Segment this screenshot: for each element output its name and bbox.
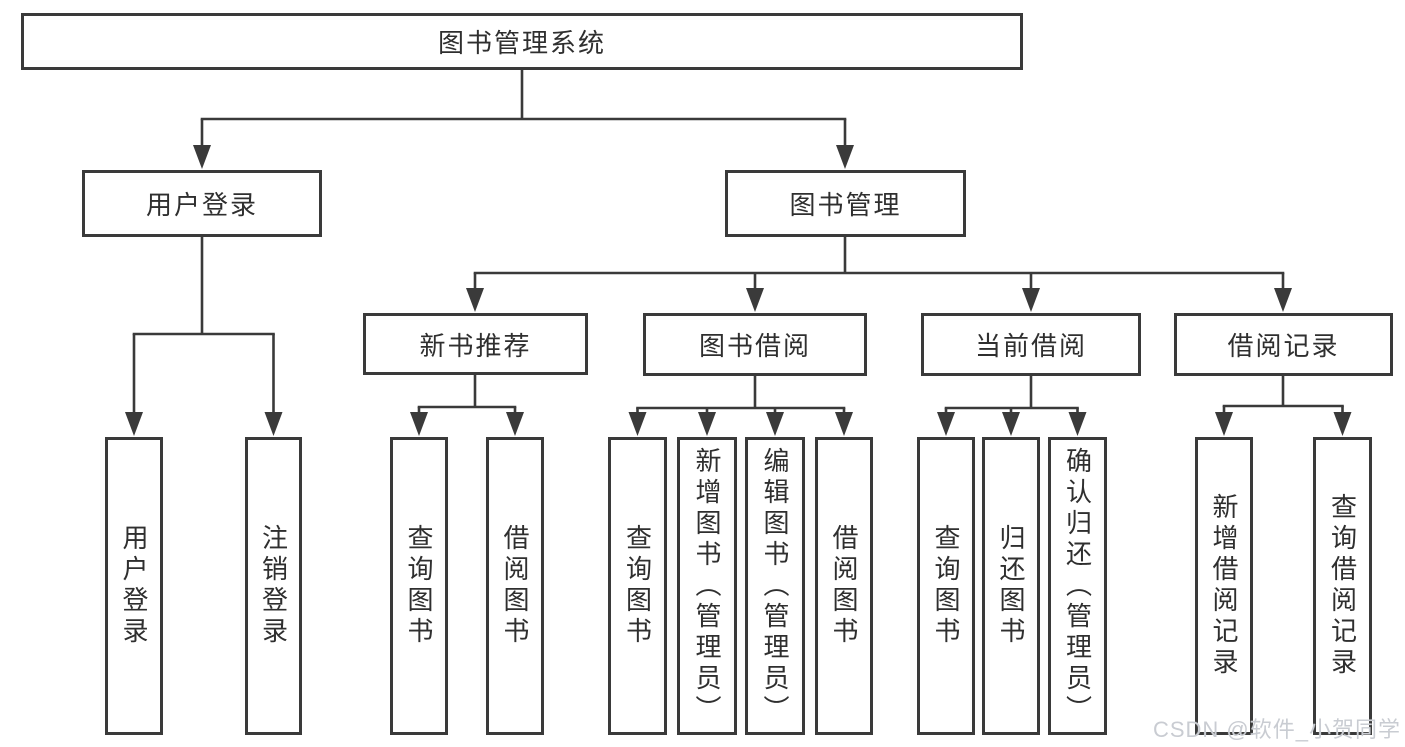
node-new-book-recommend: 新书推荐 (363, 313, 588, 375)
node-label: 归还图书 (996, 524, 1026, 648)
node-library-system: 图书管理系统 (21, 13, 1023, 70)
leaf-query-books-borrowing: 查询图书 (608, 437, 667, 735)
node-label: 查询借阅记录 (1327, 493, 1358, 679)
leaf-add-borrow-record: 新增借阅记录 (1195, 437, 1253, 735)
leaf-borrow-books-recommend: 借阅图书 (486, 437, 544, 735)
node-label: 新增图书（管理员） (692, 446, 722, 726)
leaf-borrow-books-borrowing: 借阅图书 (815, 437, 873, 735)
leaf-logout-login: 注销登录 (245, 437, 302, 735)
node-label: 查询图书 (931, 524, 961, 648)
node-book-borrowing: 图书借阅 (643, 313, 867, 376)
node-user-login: 用户登录 (82, 170, 322, 237)
node-label: 注销登录 (258, 524, 289, 648)
leaf-edit-book-admin: 编辑图书（管理员） (745, 437, 805, 735)
node-label: 借阅记录 (1227, 331, 1340, 361)
node-borrowing-records: 借阅记录 (1174, 313, 1393, 376)
node-label: 查询图书 (622, 524, 653, 648)
node-label: 查询图书 (404, 524, 434, 648)
node-label: 用户登录 (119, 524, 149, 648)
leaf-query-borrow-record: 查询借阅记录 (1313, 437, 1372, 735)
leaf-user-login: 用户登录 (105, 437, 163, 735)
leaf-query-books-recommend: 查询图书 (390, 437, 448, 735)
leaf-confirm-return-admin: 确认归还（管理员） (1048, 437, 1107, 735)
node-label: 借阅图书 (500, 524, 530, 648)
csdn-watermark: CSDN @软件_小贺同学 (1152, 717, 1401, 742)
node-label: 图书借阅 (698, 331, 811, 361)
node-book-management: 图书管理 (725, 170, 966, 237)
node-current-borrowing: 当前借阅 (921, 313, 1141, 376)
leaf-return-book: 归还图书 (982, 437, 1040, 735)
node-label: 新书推荐 (419, 330, 532, 361)
leaf-add-book-admin: 新增图书（管理员） (677, 437, 737, 735)
node-label: 用户登录 (145, 190, 258, 220)
node-label: 新增借阅记录 (1209, 493, 1239, 679)
node-label: 图书管理 (789, 190, 902, 220)
node-label: 确认归还（管理员） (1062, 446, 1093, 726)
node-label: 编辑图书（管理员） (760, 446, 790, 726)
node-label: 图书管理系统 (437, 28, 606, 58)
leaf-query-books-current: 查询图书 (917, 437, 975, 735)
node-label: 当前借阅 (974, 331, 1087, 361)
node-label: 借阅图书 (829, 524, 859, 648)
